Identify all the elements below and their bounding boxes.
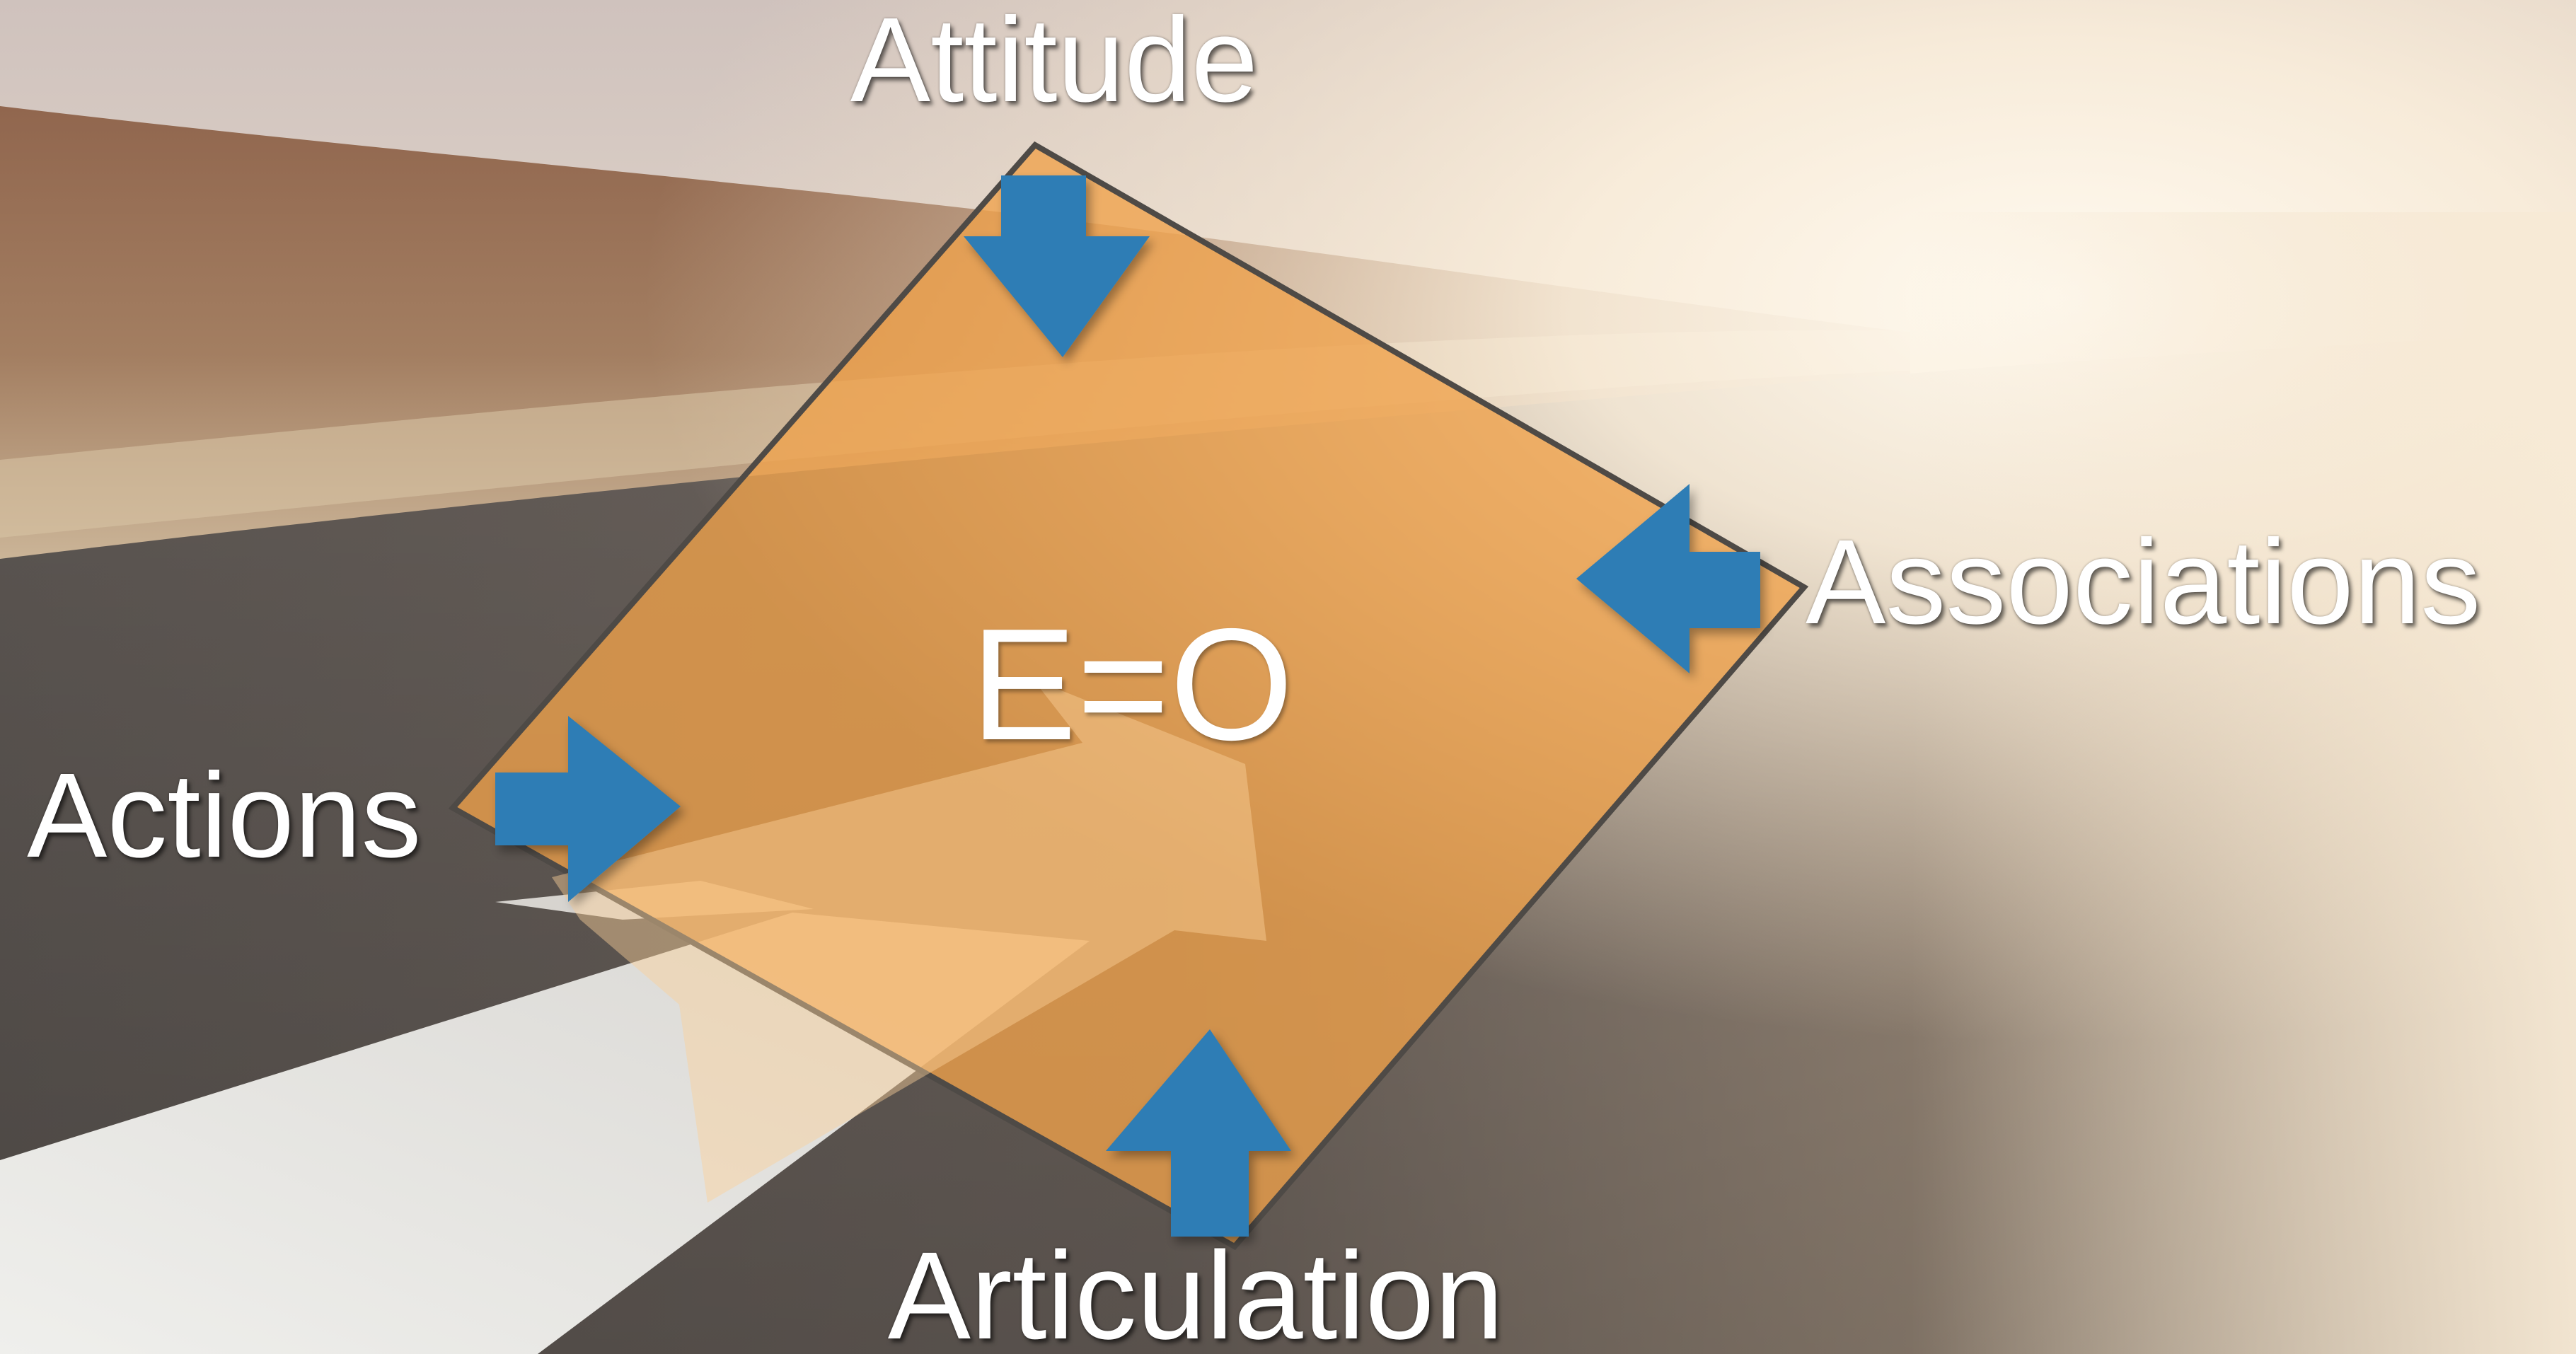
diamond-shape <box>448 141 1809 1251</box>
attitude-arrow <box>964 175 1150 357</box>
associations-arrow <box>1576 484 1760 673</box>
articulation-arrow <box>1106 1029 1291 1237</box>
actions-label: Actions <box>27 748 422 883</box>
right-motion-blur <box>1910 212 2576 1354</box>
associations-label: Associations <box>1806 515 2481 649</box>
actions-arrow <box>495 716 681 902</box>
road-arrow-shape <box>552 679 1266 1203</box>
